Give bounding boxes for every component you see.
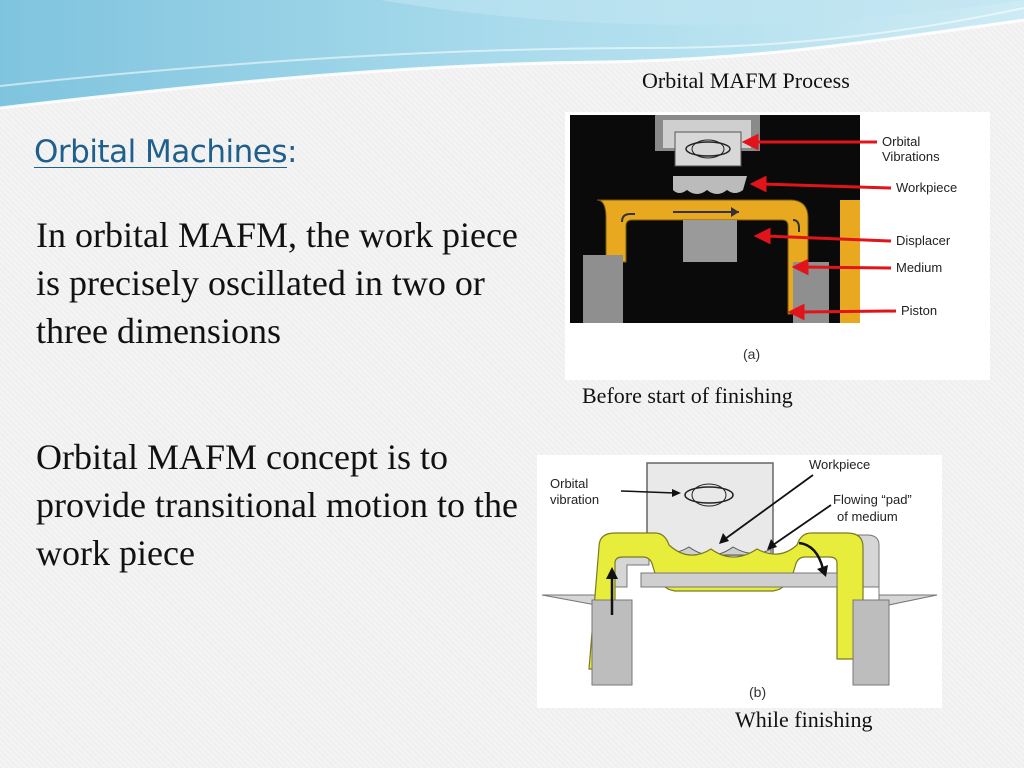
slide-title-text: Orbital Machines <box>34 134 287 170</box>
label-of-medium: of medium <box>837 509 898 524</box>
figure-a-tag: (a) <box>743 346 760 362</box>
slide-title-colon: : <box>286 134 297 170</box>
label-piston: Piston <box>901 303 937 318</box>
figure-a-before-finishing: Orbital Vibrations Workpiece Displacer M… <box>565 112 990 380</box>
figure-b-tag: (b) <box>749 684 766 700</box>
figure-b-diagram: Orbital vibration Workpiece Flowing “pad… <box>541 457 938 700</box>
label-workpiece: Workpiece <box>896 180 957 195</box>
slide-title: Orbital Machines: <box>34 134 297 170</box>
label-vibrations: Vibrations <box>882 149 940 164</box>
red-callout-arrows <box>741 133 897 321</box>
label-vibration: vibration <box>550 492 599 507</box>
label-flowing-pad: Flowing “pad” <box>833 492 912 507</box>
label-medium: Medium <box>896 260 942 275</box>
header-wave-banner <box>0 0 1024 110</box>
label-displacer: Displacer <box>896 233 951 248</box>
figure-a-diagram: Orbital Vibrations Workpiece Displacer M… <box>570 115 957 362</box>
label-orbital: Orbital <box>550 476 588 491</box>
body-paragraph-1: In orbital MAFM, the work piece is preci… <box>36 215 518 351</box>
body-paragraph-2: Orbital MAFM concept is to provide trans… <box>36 437 518 573</box>
figure-b-caption: While finishing <box>735 707 873 732</box>
label-workpiece: Workpiece <box>809 457 870 472</box>
process-caption: Orbital MAFM Process <box>642 68 850 93</box>
figure-b-while-finishing: Orbital vibration Workpiece Flowing “pad… <box>537 455 942 708</box>
label-orbital: Orbital <box>882 134 920 149</box>
figure-a-caption: Before start of finishing <box>582 383 793 408</box>
